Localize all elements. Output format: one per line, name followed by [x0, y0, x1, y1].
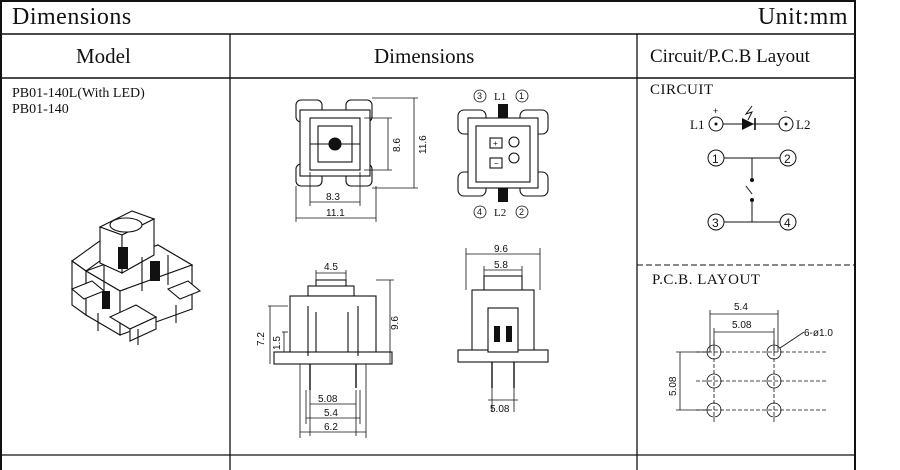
dim-pitch-a: 5.08 — [318, 394, 338, 405]
column-header-model: Model — [76, 44, 131, 68]
column-header-dimensions: Dimensions — [374, 44, 475, 68]
pcb-layout-label: P.C.B. LAYOUT — [652, 272, 761, 288]
dim-width-outer: 11.1 — [326, 208, 345, 219]
svg-text:+: + — [493, 139, 498, 148]
pin-number: 3 — [477, 91, 482, 101]
pin-number: 1 — [712, 152, 719, 166]
page-title: Dimensions — [12, 4, 132, 30]
circuit-plus-sign: + — [713, 106, 718, 116]
dim-width-inner: 8.3 — [326, 192, 340, 203]
pin-number: 4 — [477, 207, 482, 217]
pcb-layout-drawing: 5.4 5.08 5.08 6-ø1.0 — [668, 302, 833, 422]
dim-top-width: 4.5 — [324, 262, 338, 273]
model-list: PB01-140L(With LED) PB01-140 — [12, 86, 145, 118]
dim-height-inner: 8.6 — [392, 138, 403, 152]
circuit-l1-label: L1 — [690, 117, 704, 132]
top-view-drawing: 8.3 11.1 8.6 11.6 — [295, 97, 429, 222]
circuit-label: CIRCUIT — [650, 82, 714, 98]
pin-number: 2 — [519, 207, 524, 217]
pin-view-drawing: + − 3 1 4 2 L1 L2 — [457, 89, 549, 219]
dim-height-b: 1.5 — [272, 336, 283, 350]
unit-label: Unit:mm — [757, 4, 848, 30]
dim-width-outer: 9.6 — [494, 244, 508, 255]
pin-number: 1 — [519, 91, 524, 101]
dim-vertical: 5.08 — [668, 376, 679, 396]
dim-inner: 5.08 — [732, 320, 752, 331]
pin-number: 3 — [712, 216, 719, 230]
dim-height-a: 7.2 — [256, 332, 267, 346]
pin-number: 4 — [784, 216, 791, 230]
circuit-minus-sign: - — [784, 106, 787, 116]
circuit-schematic: L1 L2 + - 1 2 3 4 — [690, 105, 810, 231]
side-view-drawing: 9.6 5.8 5.08 — [457, 244, 549, 415]
model-name: PB01-140 — [12, 102, 69, 117]
dim-base-width: 6.2 — [324, 422, 338, 433]
model-name: PB01-140L(With LED) — [12, 86, 145, 101]
pin-label-l2: L2 — [494, 207, 506, 219]
dim-width-inner: 5.8 — [494, 260, 508, 271]
hole-note: 6-ø1.0 — [804, 328, 833, 339]
front-view-drawing: 4.5 9.6 7.2 1.5 5.08 5.4 6.2 — [256, 262, 401, 438]
circuit-l2-label: L2 — [796, 117, 810, 132]
product-illustration — [70, 210, 202, 345]
column-header-circuit-layout: Circuit/P.C.B Layout — [650, 46, 810, 67]
dim-height-outer: 11.6 — [418, 135, 429, 154]
dim-height-total: 9.6 — [390, 316, 401, 330]
dim-pitch-b: 5.4 — [324, 408, 338, 419]
svg-text:−: − — [494, 159, 499, 168]
dim-outer: 5.4 — [734, 302, 748, 313]
pin-label-l1: L1 — [494, 91, 506, 103]
dim-pitch: 5.08 — [490, 404, 510, 415]
pin-number: 2 — [784, 152, 791, 166]
